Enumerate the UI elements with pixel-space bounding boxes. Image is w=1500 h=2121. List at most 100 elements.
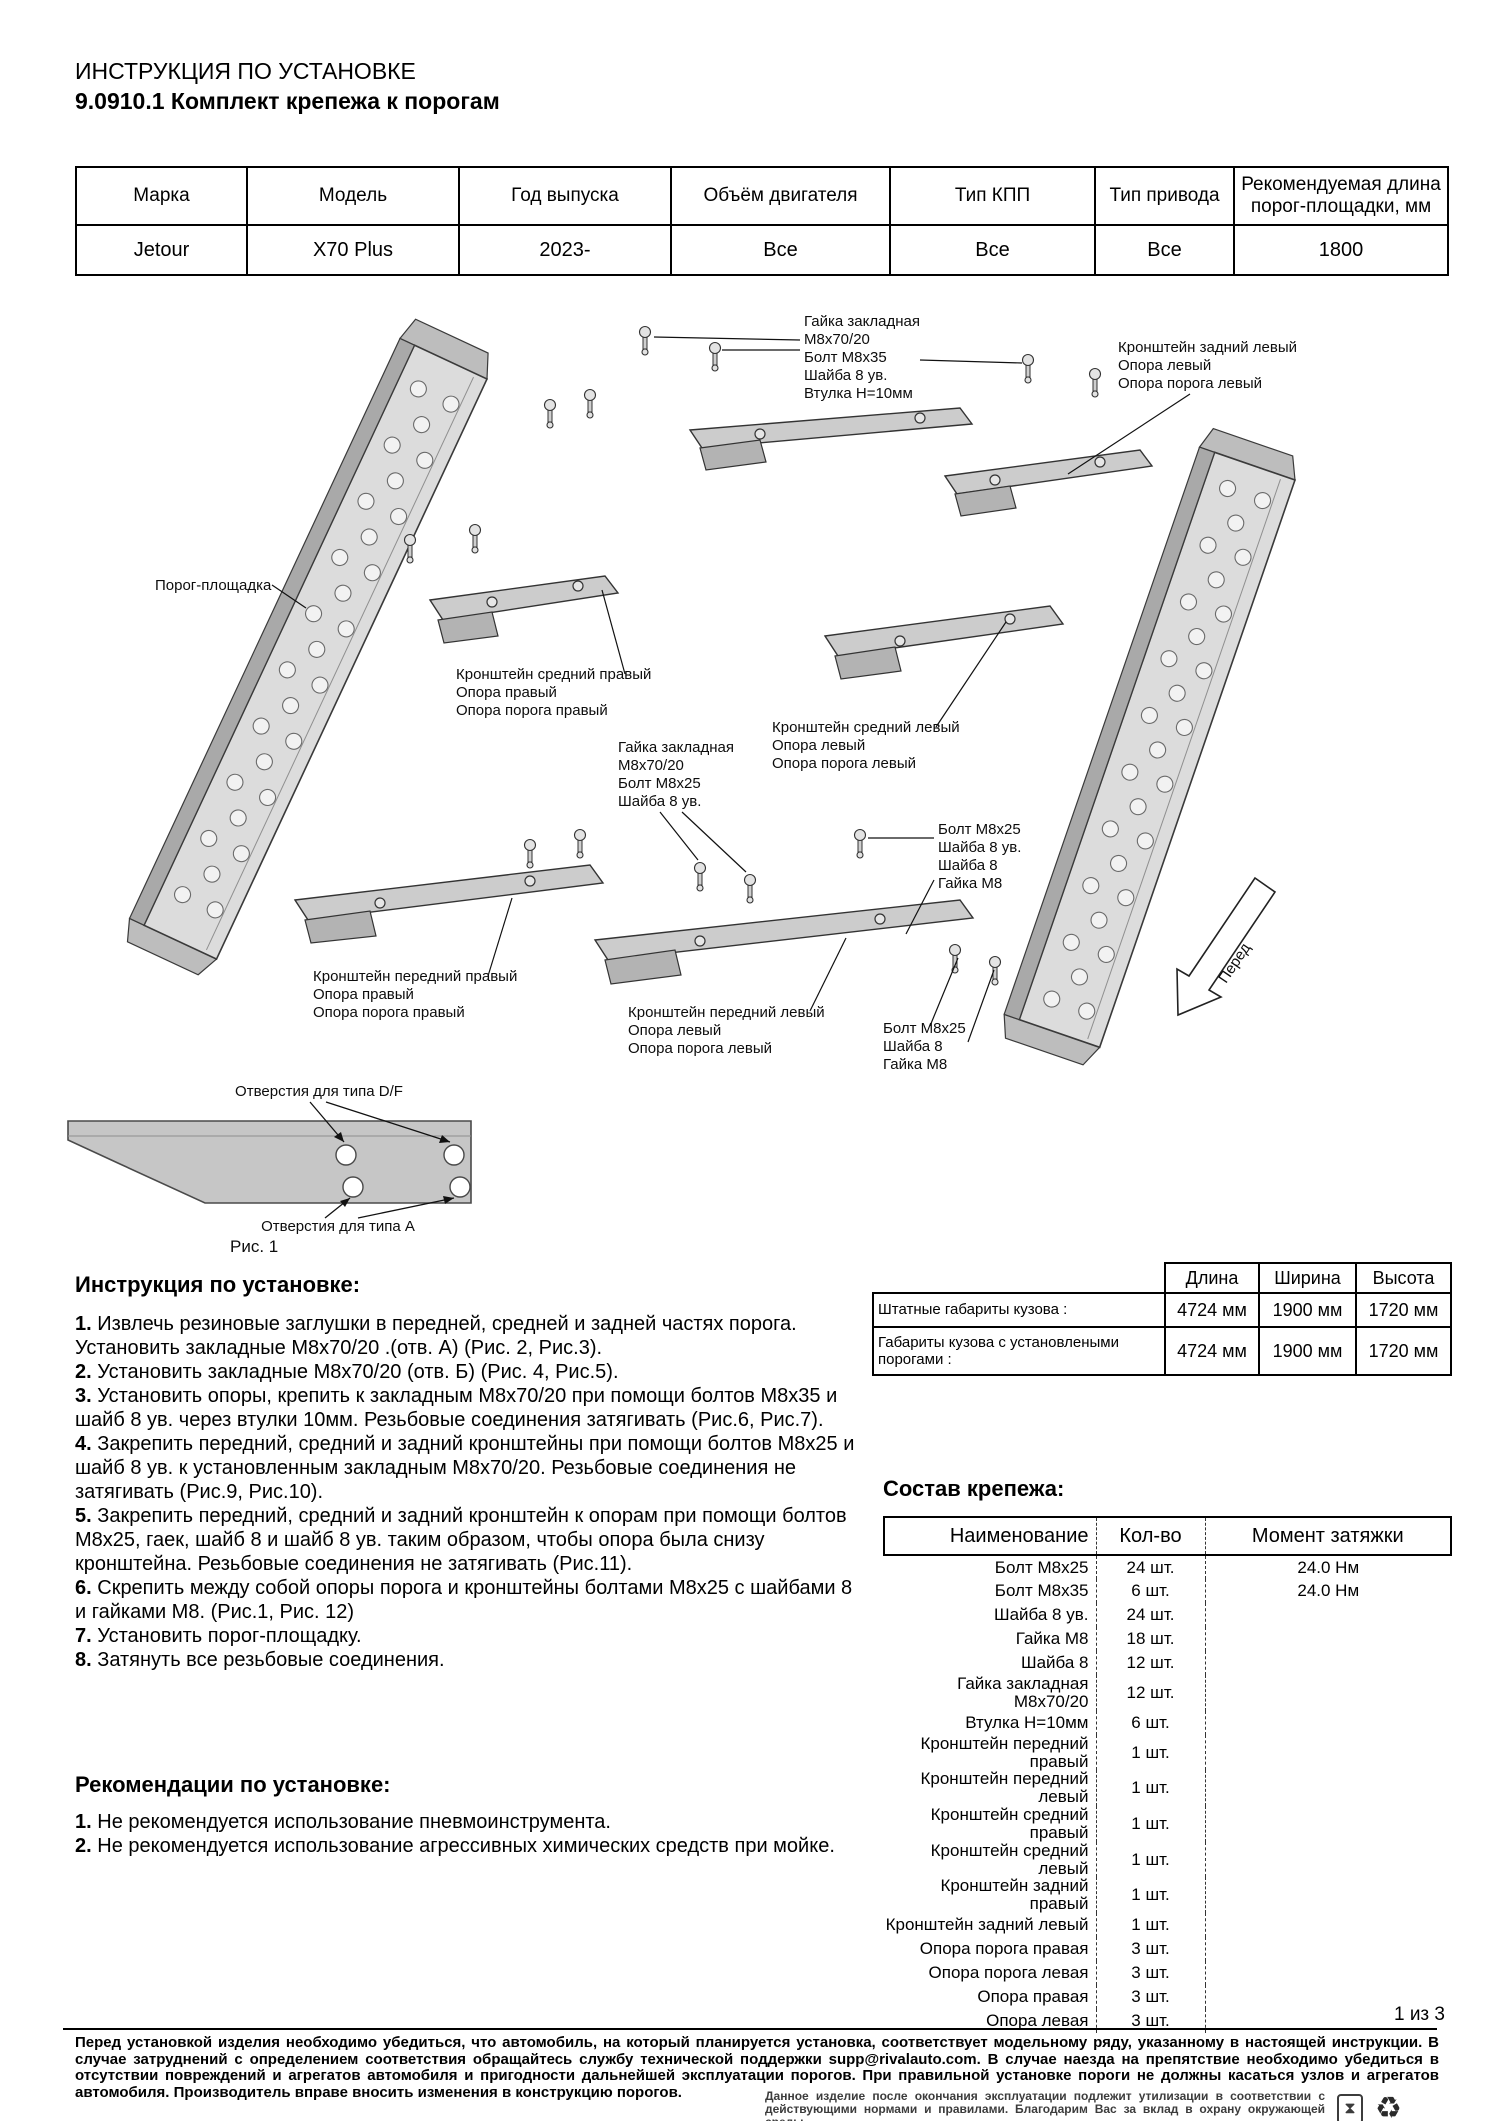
bracket-rear-right: [688, 407, 974, 471]
hardware-qty: 24 шт.: [1096, 1555, 1206, 1579]
callout-text-line: Гайка M8: [883, 1056, 947, 1073]
hardware-name: Кронштейн средний правый: [884, 1806, 1097, 1842]
hardware-name: Опора порога левая: [884, 1961, 1097, 1986]
tread-hole: [305, 605, 323, 623]
recycle-icon: ♻: [1375, 2092, 1402, 2121]
bolt-head: [573, 828, 587, 842]
callout-front-right-bracket: Кронштейн передний правый Опора правый О…: [313, 968, 517, 1021]
recycling-text: Данное изделие после окончания эксплуата…: [765, 2089, 1325, 2121]
instruction-item: 5. Закрепить передний, средний и задний …: [75, 1505, 847, 1575]
dims-row-label: Штатные габариты кузова :: [872, 1292, 1166, 1328]
vehicle-col-gearbox: Тип КПП: [889, 166, 1096, 226]
callout-text-line: Болт M8x35: [804, 349, 887, 366]
tread-hole: [383, 436, 401, 454]
bolt-head: [1021, 353, 1035, 367]
mounting-plate: [67, 1120, 472, 1204]
washer: [406, 556, 414, 564]
hardware-torque: [1205, 1711, 1451, 1735]
plate-hole: [443, 1144, 465, 1166]
hardware-qty: 3 шт.: [1096, 1937, 1206, 1962]
dims-row-label: Габариты кузова с установлеными порогами…: [872, 1326, 1166, 1376]
hardware-qty: 3 шт.: [1096, 1985, 1206, 2010]
callout-text-line: Кронштейн задний левый: [1118, 339, 1297, 356]
callout-text-line: M8x70/20: [618, 757, 684, 774]
washer: [526, 861, 534, 869]
washer: [546, 421, 554, 429]
hardware-name: Шайба 8 ув.: [884, 1603, 1097, 1627]
dims-value: 1720 мм: [1355, 1326, 1452, 1376]
dims-empty-cell: [873, 1263, 1165, 1293]
callout-rear-fasteners: Гайка закладная M8x70/20 Болт M8x35 Шайб…: [804, 313, 920, 402]
callout-text-line: Опора левый: [772, 737, 865, 754]
running-board-right: [1003, 427, 1297, 1066]
hardware-qty: 1 шт.: [1096, 1770, 1206, 1807]
tread-hole: [1188, 627, 1206, 646]
tread-hole: [1214, 605, 1233, 623]
plate-hole: [335, 1144, 357, 1166]
tread-hole: [229, 809, 247, 827]
dims-value: 1720 мм: [1355, 1292, 1452, 1328]
tread-hole: [1109, 854, 1128, 872]
page-title: ИНСТРУКЦИЯ ПО УСТАНОВКЕ: [75, 58, 416, 84]
hardware-torque: [1205, 1806, 1451, 1842]
hardware-name: Гайка закладная М8х70/20: [884, 1675, 1097, 1711]
callout-text-line: Шайба 8: [883, 1038, 943, 1055]
washer: [991, 978, 999, 986]
vehicle-col-brand: Марка: [75, 166, 248, 226]
hardware-torque: [1205, 1603, 1451, 1627]
hardware-qty: 1 шт.: [1096, 1877, 1206, 1914]
hardware-qty: 1 шт.: [1096, 1806, 1206, 1842]
vehicle-engine: Все: [670, 224, 891, 276]
tread-hole: [1195, 662, 1213, 680]
washer: [1024, 376, 1032, 384]
callout-text-line: Кронштейн передний левый: [628, 1004, 825, 1021]
washer: [746, 896, 754, 904]
callout-text-line: Болт M8x25: [618, 775, 701, 792]
callout-text-line: M8x70/20: [804, 331, 870, 348]
tread-hole: [363, 564, 381, 582]
callout-text-line: Опора порога левый: [628, 1040, 772, 1057]
instruction-item: 7. Установить порог-площадку.: [75, 1625, 362, 1647]
callout-text-line: Шайба 8 ув.: [804, 367, 887, 384]
tread-hole: [390, 507, 408, 526]
hardware-qty: 12 шт.: [1096, 1675, 1206, 1711]
tread-hole: [1227, 514, 1245, 532]
plate-arrows: [309, 1101, 455, 1219]
plate-hole: [342, 1176, 364, 1198]
callout-text-line: Шайба 8 ув.: [938, 839, 1021, 856]
body-dimensions-table: Длина Ширина Высота Штатные габариты куз…: [872, 1262, 1452, 1376]
callout-text-line: Опора левый: [628, 1022, 721, 1039]
washer: [711, 364, 719, 372]
hardware-col-torque: Момент затяжки: [1205, 1516, 1452, 1556]
hardware-torque: [1205, 1651, 1451, 1675]
board-flange: [128, 337, 416, 927]
tread-hole: [386, 472, 404, 490]
vehicle-col-year: Год выпуска: [458, 166, 672, 226]
tread-hole: [226, 773, 244, 791]
hardware-torque: [1205, 1735, 1451, 1771]
holes-df-label: Отверстия для типа D/F: [235, 1083, 403, 1100]
callout-text-line: Болт M8x25: [883, 1020, 966, 1037]
hardware-name: Опора порога правая: [884, 1937, 1097, 1962]
hardware-qty: 3 шт.: [1096, 1961, 1206, 1986]
tread-hole: [360, 528, 378, 546]
vehicle-gearbox: Все: [889, 224, 1096, 276]
tread-hole: [1101, 820, 1119, 838]
tread-hole: [203, 865, 221, 883]
vehicle-col-model: Модель: [246, 166, 460, 226]
hardware-torque: [1205, 1877, 1451, 1913]
hardware-name: Гайка М8: [884, 1627, 1097, 1651]
callout-text-line: Кронштейн средний левый: [772, 719, 960, 736]
running-board-left: [126, 318, 489, 976]
tread-hole: [200, 829, 218, 848]
vehicle-drive: Все: [1094, 224, 1235, 276]
tread-hole: [337, 620, 355, 638]
callout-text-line: Опора порога правый: [313, 1004, 465, 1021]
